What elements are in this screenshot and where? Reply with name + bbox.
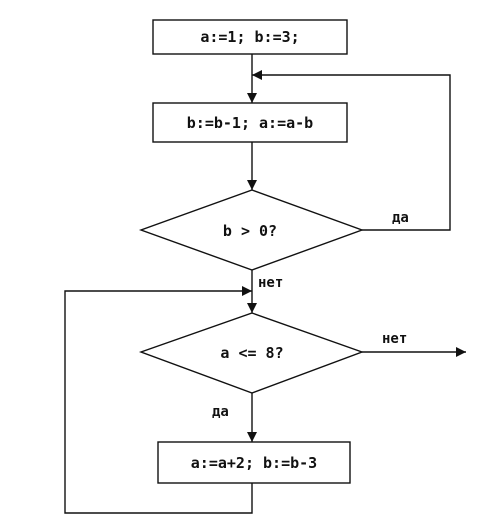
cond2-yes-label: да <box>212 404 229 420</box>
condition-b-label: b > 0? <box>223 222 277 240</box>
condition-a-label: a <= 8? <box>220 344 283 362</box>
init-box <box>152 19 348 55</box>
edge-body-loop-back <box>64 286 253 514</box>
condition-a-diamond <box>138 312 365 394</box>
init-label: a:=1; b:=3; <box>200 28 299 46</box>
update-label: b:=b-1; a:=a-b <box>187 114 313 132</box>
update-box <box>152 102 348 143</box>
body-box <box>157 441 351 484</box>
body-label: a:=a+2; b:=b-3 <box>191 454 317 472</box>
edge-cond1-yes-loop <box>252 70 451 231</box>
cond1-yes-label: да <box>392 210 409 226</box>
cond1-no-label: нет <box>258 275 283 291</box>
cond2-no-label: нет <box>382 331 407 347</box>
condition-b-diamond <box>138 189 365 271</box>
